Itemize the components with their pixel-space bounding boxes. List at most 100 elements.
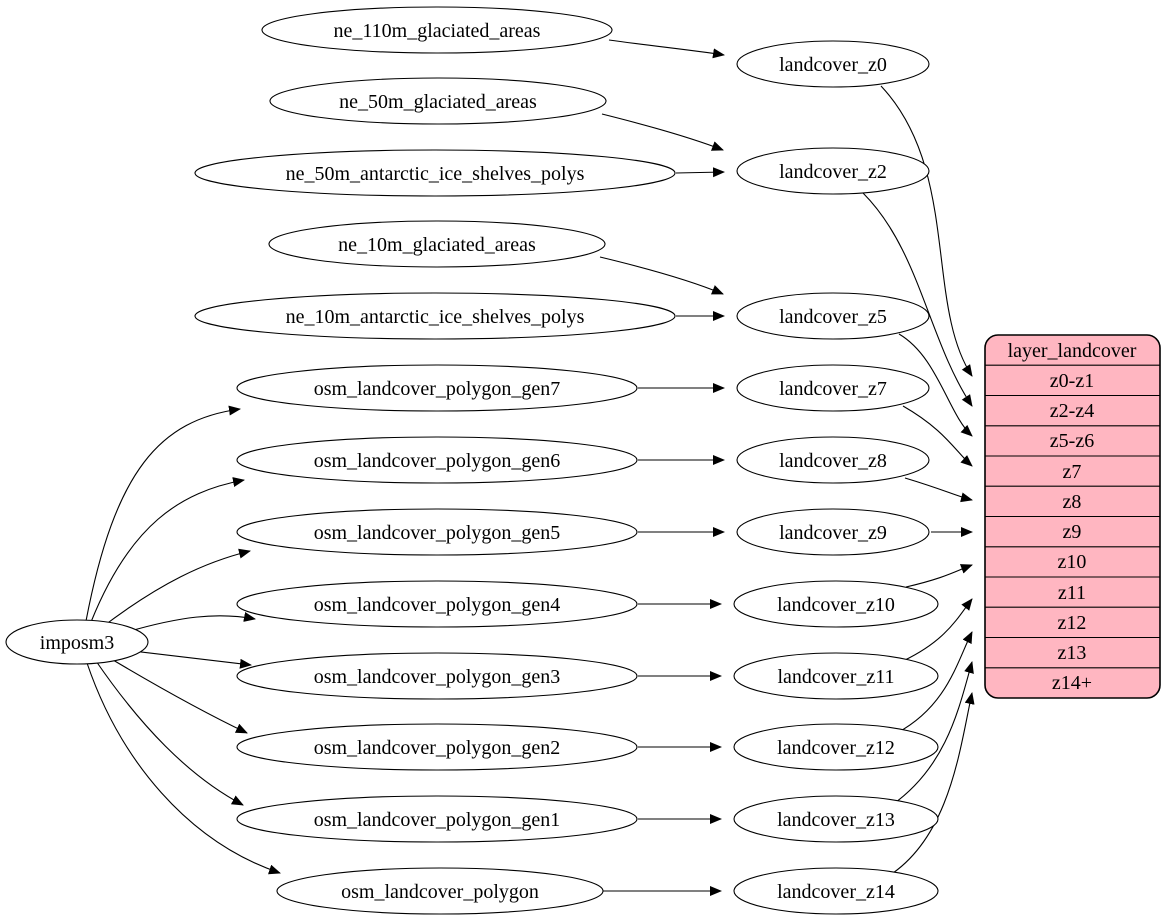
node-label-ne-10m-antarctic-ice-shelves-polys: ne_10m_antarctic_ice_shelves_polys <box>286 306 585 328</box>
edge-group-sources <box>599 39 725 896</box>
table-title: layer_landcover <box>1008 340 1137 362</box>
node-label-ne-50m-antarctic-ice-shelves-polys: ne_50m_antarctic_ice_shelves_polys <box>286 163 585 185</box>
edge-landcover-z13-row-z13 <box>891 661 974 806</box>
node-shape-osm-landcover-polygon-gen1 <box>236 795 638 843</box>
edge-group-imposm3 <box>85 405 281 875</box>
edge-imposm3-osm-landcover-polygon-gen4 <box>119 612 256 635</box>
node-label-landcover-z8: landcover_z8 <box>779 450 887 472</box>
edge-ne-10m-glaciated-areas-landcover-z5 <box>599 256 724 295</box>
node-shape-osm-landcover-polygon-gen2 <box>236 723 638 771</box>
node-label-osm-landcover-polygon-gen4: osm_landcover_polygon_gen4 <box>314 594 561 616</box>
node-shape-ne-50m-glaciated-areas <box>269 77 607 125</box>
node-landcover-z10: landcover_z10 <box>733 580 939 628</box>
edge-imposm3-osm-landcover-polygon-gen1 <box>95 660 244 806</box>
node-label-osm-landcover-polygon-gen7: osm_landcover_polygon_gen7 <box>314 378 561 400</box>
edge-landcover-z7-row-z7 <box>902 405 973 467</box>
node-label-imposm3: imposm3 <box>40 632 114 654</box>
edge-landcover-z10-row-z10 <box>905 564 973 588</box>
table-row-z5-z6: z5-z6 <box>1050 430 1094 452</box>
node-osm-landcover-polygon-gen4: osm_landcover_polygon_gen4 <box>236 580 638 628</box>
node-landcover-z2: landcover_z2 <box>736 147 930 195</box>
node-shape-landcover-z12 <box>733 723 939 771</box>
table-row-z8: z8 <box>1063 491 1082 513</box>
table-row-z2-z4: z2-z4 <box>1050 400 1094 422</box>
edge-landcover-z14-row-z14plus <box>886 692 975 878</box>
node-shape-ne-110m-glaciated-areas <box>261 6 613 54</box>
node-label-osm-landcover-polygon-gen3: osm_landcover_polygon_gen3 <box>314 666 561 688</box>
node-label-osm-landcover-polygon: osm_landcover_polygon <box>341 881 539 903</box>
node-shape-ne-10m-antarctic-ice-shelves-polys <box>194 292 676 340</box>
table-row-z14plus: z14+ <box>1052 672 1092 694</box>
node-landcover-z12: landcover_z12 <box>733 723 939 771</box>
node-label-landcover-z9: landcover_z9 <box>779 522 887 544</box>
table-row-z0-z1: z0-z1 <box>1050 370 1094 392</box>
node-osm-landcover-polygon-gen1: osm_landcover_polygon_gen1 <box>236 795 638 843</box>
node-landcover-z7: landcover_z7 <box>736 364 930 412</box>
table-row-z13: z13 <box>1058 642 1087 664</box>
edge-imposm3-osm-landcover-polygon-gen2 <box>107 656 248 734</box>
node-shape-osm-landcover-polygon-gen7 <box>236 364 638 412</box>
node-label-ne-110m-glaciated-areas: ne_110m_glaciated_areas <box>334 20 541 42</box>
node-landcover-z0: landcover_z0 <box>736 40 930 88</box>
node-shape-osm-landcover-polygon-gen5 <box>236 508 638 556</box>
edge-landcover-z5-row-z5-z6 <box>898 333 973 437</box>
node-osm-landcover-polygon-gen2: osm_landcover_polygon_gen2 <box>236 723 638 771</box>
node-ne-110m-glaciated-areas: ne_110m_glaciated_areas <box>261 6 613 54</box>
table-row-z12: z12 <box>1058 612 1087 634</box>
edge-imposm3-osm-landcover-polygon-gen6 <box>90 477 245 623</box>
node-shape-imposm3 <box>5 619 149 665</box>
node-landcover-z14: landcover_z14 <box>733 867 939 915</box>
node-label-osm-landcover-polygon-gen5: osm_landcover_polygon_gen5 <box>314 522 561 544</box>
node-shape-landcover-z5 <box>736 292 930 340</box>
node-shape-ne-10m-glaciated-areas <box>268 220 606 268</box>
node-label-landcover-z2: landcover_z2 <box>779 161 887 183</box>
node-landcover-z5: landcover_z5 <box>736 292 930 340</box>
node-landcover-z9: landcover_z9 <box>736 508 930 556</box>
node-osm-landcover-polygon-gen6: osm_landcover_polygon_gen6 <box>236 436 638 484</box>
node-shape-landcover-z2 <box>736 147 930 195</box>
node-shape-landcover-z0 <box>736 40 930 88</box>
node-label-ne-10m-glaciated-areas: ne_10m_glaciated_areas <box>338 234 536 256</box>
node-label-landcover-z5: landcover_z5 <box>779 306 887 328</box>
node-label-landcover-z13: landcover_z13 <box>777 809 895 831</box>
node-imposm3: imposm3 <box>5 619 149 665</box>
node-shape-osm-landcover-polygon <box>276 867 604 915</box>
node-shape-landcover-z13 <box>733 795 939 843</box>
edge-ne-110m-glaciated-areas-landcover-z0 <box>608 39 725 59</box>
table-row-z9: z9 <box>1063 521 1082 543</box>
node-shape-landcover-z11 <box>733 652 939 700</box>
edge-group-table <box>862 85 975 878</box>
edge-landcover-z8-row-z8 <box>904 477 973 503</box>
edge-imposm3-osm-landcover-polygon <box>86 662 281 875</box>
edge-ne-50m-glaciated-areas-landcover-z2 <box>601 113 724 151</box>
node-osm-landcover-polygon-gen5: osm_landcover_polygon_gen5 <box>236 508 638 556</box>
node-shape-landcover-z8 <box>736 436 930 484</box>
edge-imposm3-osm-landcover-polygon-gen3 <box>123 649 252 669</box>
node-label-landcover-z14: landcover_z14 <box>777 881 895 903</box>
node-label-landcover-z10: landcover_z10 <box>777 594 895 616</box>
node-shape-landcover-z7 <box>736 364 930 412</box>
node-shape-osm-landcover-polygon-gen3 <box>236 652 638 700</box>
table-layer-landcover: layer_landcover z0-z1 z2-z4 z5-z6 z7 z8 … <box>984 334 1161 699</box>
node-shape-landcover-z9 <box>736 508 930 556</box>
node-label-osm-landcover-polygon-gen1: osm_landcover_polygon_gen1 <box>314 809 561 831</box>
node-ne-10m-antarctic-ice-shelves-polys: ne_10m_antarctic_ice_shelves_polys <box>194 292 676 340</box>
edge-imposm3-osm-landcover-polygon-gen7 <box>85 405 241 622</box>
node-label-landcover-z7: landcover_z7 <box>779 378 887 400</box>
edge-landcover-z12-row-z12 <box>896 631 973 734</box>
node-label-osm-landcover-polygon-gen2: osm_landcover_polygon_gen2 <box>314 737 561 759</box>
node-shape-landcover-z14 <box>733 867 939 915</box>
node-label-landcover-z12: landcover_z12 <box>777 737 895 759</box>
node-shape-landcover-z10 <box>733 580 939 628</box>
node-shape-osm-landcover-polygon-gen4 <box>236 580 638 628</box>
node-osm-landcover-polygon-gen3: osm_landcover_polygon_gen3 <box>236 652 638 700</box>
node-shape-osm-landcover-polygon-gen6 <box>236 436 638 484</box>
edge-landcover-z2-row-z2-z4 <box>862 192 973 407</box>
node-landcover-z8: landcover_z8 <box>736 436 930 484</box>
edge-landcover-z11-row-z11 <box>902 598 973 662</box>
table-row-z10: z10 <box>1058 551 1087 573</box>
edge-ne-50m-antarctic-ice-shelves-polys-landcover-z2 <box>675 167 725 178</box>
node-ne-50m-glaciated-areas: ne_50m_glaciated_areas <box>269 77 607 125</box>
